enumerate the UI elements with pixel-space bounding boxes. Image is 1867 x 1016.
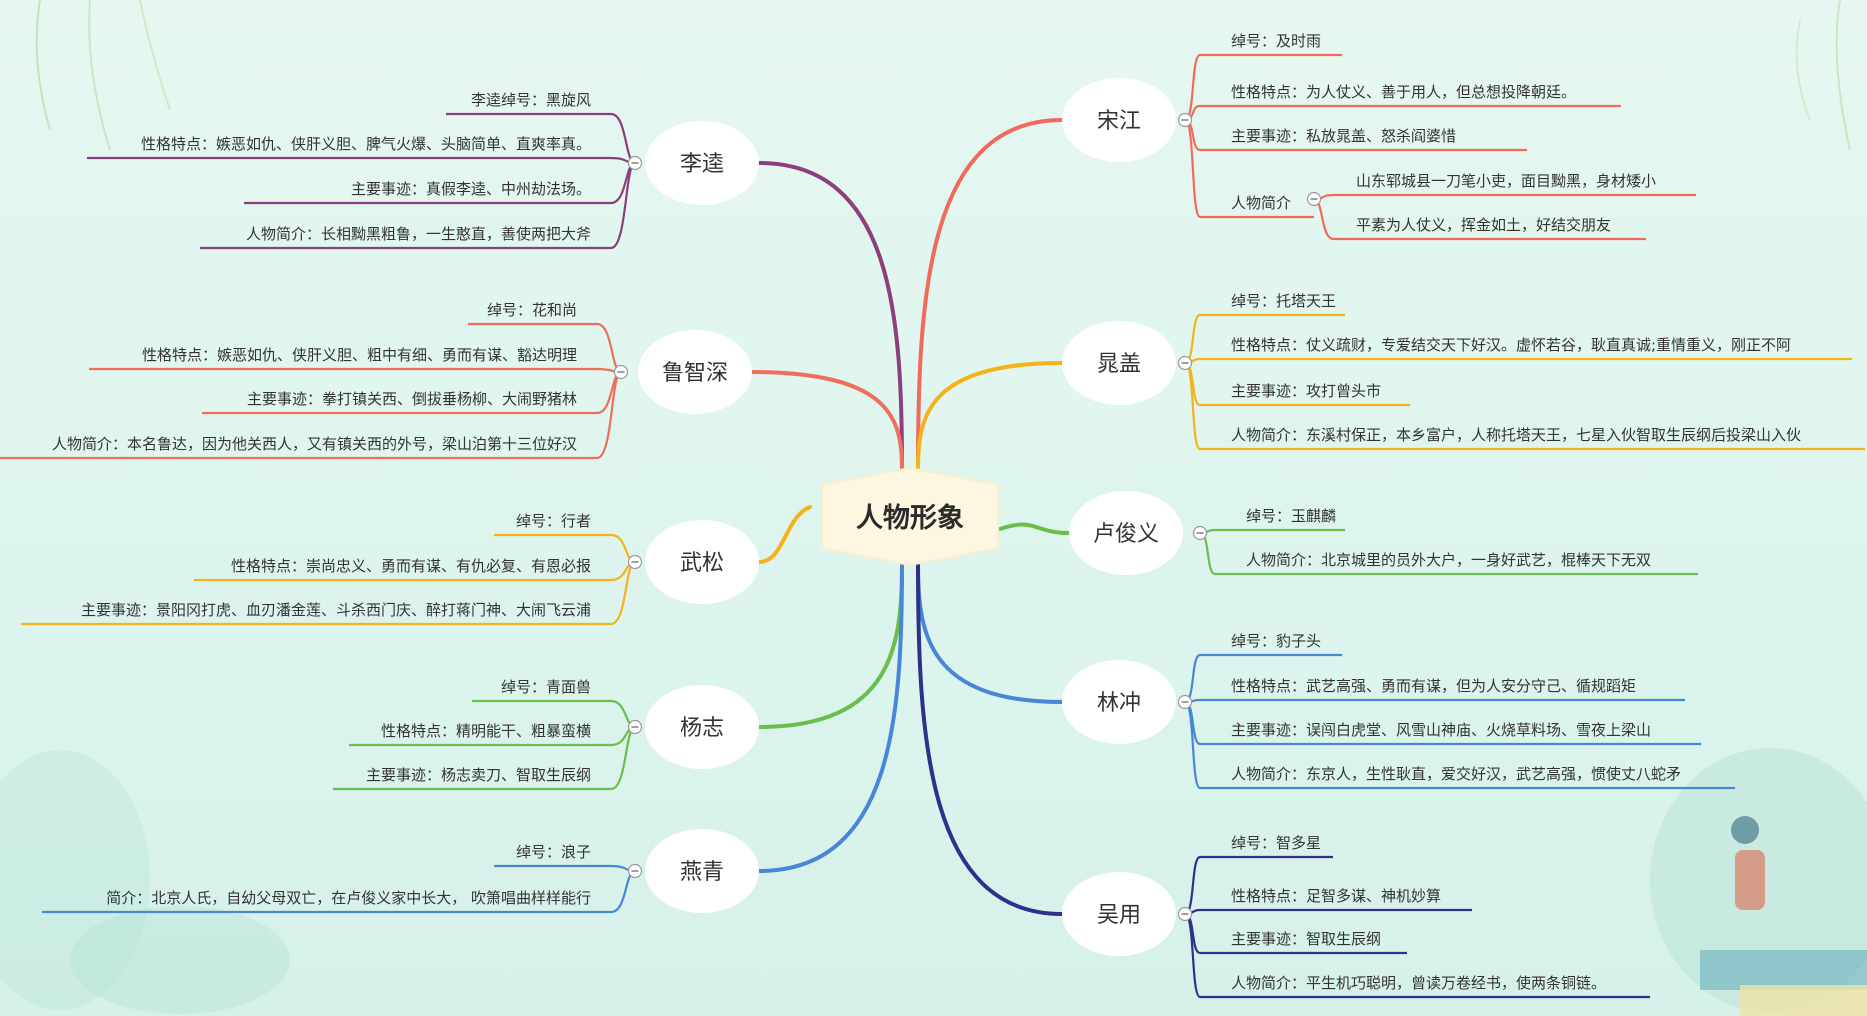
branch-link: [757, 505, 812, 564]
topic-node[interactable]: 宋江: [1062, 78, 1176, 162]
leaf-label: 主要事迹：拳打镇关西、倒拔垂杨柳、大闹野猪林: [247, 390, 577, 408]
leaf-label: 性格特点：足智多谋、神机妙算: [1231, 887, 1441, 905]
collapse-toggle[interactable]: [627, 719, 643, 735]
leaf-label: 绰号：行者: [516, 512, 591, 530]
leaf-label: 性格特点：嫉恶如仇、侠肝义胆、粗中有细、勇而有谋、豁达明理: [142, 346, 577, 364]
leaf-connector: [87, 156, 636, 165]
leaf-label: 李逵绰号：黑旋风: [471, 91, 591, 109]
topic-node[interactable]: 吴用: [1062, 872, 1176, 956]
leaf-connector: [89, 367, 622, 374]
branch-link: [916, 361, 1064, 471]
topic-label: 晁盖: [1097, 352, 1141, 377]
leaf-label: 人物简介：东溪村保正，本乡富户，人称托塔天王，七星入伙智取生辰纲后投梁山入伙: [1231, 426, 1801, 444]
leaf-label: 绰号：玉麒麟: [1246, 507, 1336, 525]
topic-node[interactable]: 杨志: [645, 685, 759, 769]
topic-label: 鲁智深: [662, 361, 728, 386]
topic-node[interactable]: 李逵: [645, 121, 759, 205]
branch-link: [916, 118, 1064, 471]
topic-node[interactable]: 鲁智深: [638, 330, 752, 414]
topic-label: 林冲: [1097, 691, 1141, 716]
leaf-label: 主要事迹：智取生辰纲: [1231, 930, 1381, 948]
topic-label: 卢俊义: [1093, 522, 1159, 547]
leaf-label: 性格特点：武艺高强、勇而有谋，但为人安分守己、循规蹈矩: [1231, 677, 1636, 695]
leaf-label: 主要事迹：真假李逵、中州劫法场。: [351, 180, 591, 198]
leaf-label: 性格特点：嫉恶如仇、侠肝义胆、脾气火爆、头脑简单、直爽率真。: [141, 135, 591, 153]
branch-link: [916, 563, 1064, 916]
collapse-toggle[interactable]: [1192, 525, 1208, 541]
leaf-label: 绰号：花和尚: [487, 301, 577, 319]
collapse-toggle[interactable]: [627, 155, 643, 171]
collapse-toggle[interactable]: [1306, 191, 1322, 207]
leaf-connector: [1313, 193, 1696, 203]
leaf-connector: [1199, 528, 1345, 535]
branch-link: [998, 522, 1071, 535]
collapse-toggle[interactable]: [1177, 112, 1193, 128]
leaf-connector: [494, 864, 636, 873]
leaf-label: 主要事迹：杨志卖刀、智取生辰纲: [366, 766, 591, 784]
topic-label: 燕青: [680, 860, 724, 885]
branch-link: [750, 370, 904, 471]
leaf-label: 人物简介：本名鲁达，因为他关西人，又有镇关西的外号，梁山泊第十三位好汉: [52, 435, 577, 453]
collapse-toggle[interactable]: [1177, 694, 1193, 710]
leaf-label: 主要事迹：攻打曾头市: [1231, 382, 1381, 400]
central-topic-label: 人物形象: [856, 502, 964, 534]
leaf-label: 绰号：及时雨: [1231, 32, 1321, 50]
leaf-label: 人物简介：北京城里的员外大户，一身好武艺，棍棒天下无双: [1246, 551, 1651, 569]
central-topic[interactable]: 人物形象: [821, 467, 999, 566]
collapse-toggle[interactable]: [613, 364, 629, 380]
leaf-label: 绰号：青面兽: [501, 678, 591, 696]
leaf-label: 主要事迹：误闯白虎堂、风雪山神庙、火烧草料场、雪夜上梁山: [1231, 721, 1651, 739]
topic-label: 武松: [680, 551, 724, 576]
leaf-connector: [1184, 698, 1685, 704]
leaf-label: 性格特点：精明能干、粗暴蛮横: [381, 722, 591, 740]
leaf-label: 主要事迹：私放晁盖、怒杀阎婆惜: [1231, 127, 1456, 145]
leaf-label: 人物简介：长相黝黑粗鲁，一生憨直，善使两把大斧: [246, 225, 591, 243]
topic-node[interactable]: 武松: [645, 520, 759, 604]
leaf-label: 性格特点：为人仗义、善于用人，但总想投降朝廷。: [1231, 83, 1576, 101]
branch-link: [757, 161, 904, 471]
branch-link: [916, 563, 1064, 704]
topic-label: 李逵: [680, 152, 724, 177]
topic-label: 吴用: [1097, 903, 1141, 928]
topic-node[interactable]: 燕青: [645, 829, 759, 913]
leaf-label: 人物简介：东京人，生性耿直，爱交好汉，武艺高强，惯使丈八蛇矛: [1231, 765, 1681, 783]
topic-label: 杨志: [680, 716, 724, 741]
leaf-label: 绰号：托塔天王: [1231, 292, 1336, 310]
collapse-toggle[interactable]: [1177, 906, 1193, 922]
topic-label: 宋江: [1097, 109, 1141, 134]
leaf-label: 性格特点：崇尚忠义、勇而有谋、有仇必复、有恩必报: [231, 557, 591, 575]
leaf-connector: [1184, 908, 1472, 916]
branch-link: [757, 563, 904, 729]
subleaf-label: 山东郓城县一刀笔小吏，面目黝黑，身材矮小: [1356, 172, 1656, 190]
leaf-label: 主要事迹：景阳冈打虎、血刃潘金莲、斗杀西门庆、醉打蒋门神、大闹飞云浦: [81, 601, 591, 619]
leaf-label: 性格特点：仗义疏财，专爱结交天下好汉。虚怀若谷，耿直真诚;重情重义，刚正不阿: [1231, 336, 1791, 354]
collapse-toggle[interactable]: [627, 554, 643, 570]
leaf-connector: [1184, 855, 1333, 916]
leaf-connector: [1184, 104, 1621, 122]
leaf-label: 简介：北京人氏，自幼父母双亡，在卢俊义家中长大， 吹箫唱曲样样能行: [106, 889, 591, 907]
subleaf-label: 平素为人仗义，挥金如土，好结交朋友: [1356, 216, 1611, 234]
topic-node[interactable]: 晁盖: [1062, 321, 1176, 405]
collapse-toggle[interactable]: [627, 863, 643, 879]
topic-node[interactable]: 卢俊义: [1069, 491, 1183, 575]
leaf-label: 人物简介: [1231, 194, 1291, 212]
leaf-label: 人物简介：平生机巧聪明，曾读万卷经书，使两条铜链。: [1231, 974, 1606, 992]
collapse-toggle[interactable]: [1177, 355, 1193, 371]
leaf-label: 绰号：智多星: [1231, 834, 1321, 852]
topic-node[interactable]: 林冲: [1062, 660, 1176, 744]
leaf-connector: [1184, 357, 1852, 365]
branch-link: [757, 563, 904, 873]
leaf-label: 绰号：豹子头: [1231, 632, 1321, 650]
leaf-label: 绰号：浪子: [516, 843, 591, 861]
